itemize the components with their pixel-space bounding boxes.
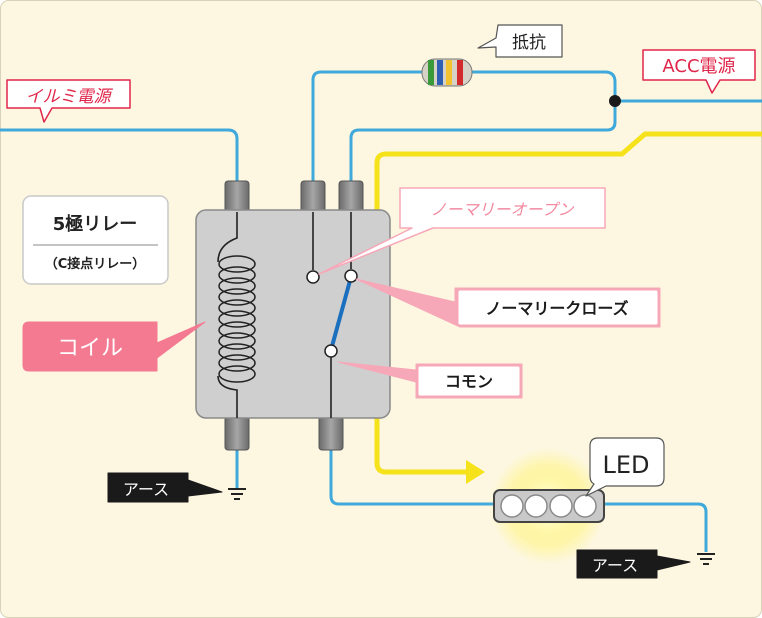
relay-subtitle: （C接点リレー）	[45, 256, 146, 272]
led-icon	[490, 448, 606, 564]
top-connectors	[224, 180, 364, 214]
resistor-text: 抵抗	[512, 33, 546, 53]
illumi-power-label: イルミ電源	[6, 79, 131, 123]
relay-title-box: 5極リレー （C接点リレー）	[22, 195, 169, 285]
earth-left-text: アース	[123, 480, 169, 499]
common-text: コモン	[445, 372, 493, 391]
earth-right-text: アース	[592, 556, 638, 575]
relay-title: 5極リレー	[53, 213, 138, 235]
acc-power-label: ACC電源	[642, 49, 756, 94]
normally-open-label: ノーマリーオープン	[318, 187, 606, 275]
earth-label-right: アース	[576, 549, 691, 579]
illumi-wire	[0, 128, 239, 186]
led-to-earth-wire	[603, 502, 708, 552]
coil-icon	[218, 255, 256, 383]
junction-dot	[609, 95, 621, 107]
coil-text: コイル	[57, 336, 123, 361]
yellow-wire	[374, 131, 762, 475]
illumi-power-text: イルミ電源	[26, 87, 114, 107]
normally-closed-label: ノーマリークローズ	[355, 278, 661, 328]
blue-wires	[0, 70, 762, 552]
acc-to-relay-wire	[349, 101, 617, 186]
acc-to-resistor-wire	[311, 70, 424, 186]
relay-internal-wires	[217, 212, 352, 418]
earth-icon-right	[697, 553, 715, 565]
normally-closed-text: ノーマリークローズ	[485, 299, 628, 318]
common-label: コモン	[337, 361, 523, 399]
bottom-connectors	[224, 415, 344, 451]
earth-icon-left	[228, 488, 246, 500]
common-to-led-wire	[329, 446, 495, 506]
relay	[195, 180, 391, 451]
normally-closed-terminal	[344, 269, 358, 283]
led-label: LED	[585, 437, 665, 497]
yellow-arrowhead-icon	[466, 460, 485, 484]
led-text: LED	[602, 451, 649, 479]
switch-blade	[329, 275, 353, 352]
resistor-icon	[421, 58, 473, 87]
common-terminal	[324, 344, 338, 358]
earth-label-left: アース	[107, 472, 223, 503]
resistor-label: 抵抗	[477, 24, 563, 58]
normally-open-terminal	[306, 270, 320, 284]
acc-power-text: ACC電源	[662, 56, 735, 77]
resistor-to-acc-wire	[470, 70, 762, 103]
coil-label: コイル	[22, 321, 206, 372]
normally-open-text: ノーマリーオープン	[430, 200, 574, 219]
